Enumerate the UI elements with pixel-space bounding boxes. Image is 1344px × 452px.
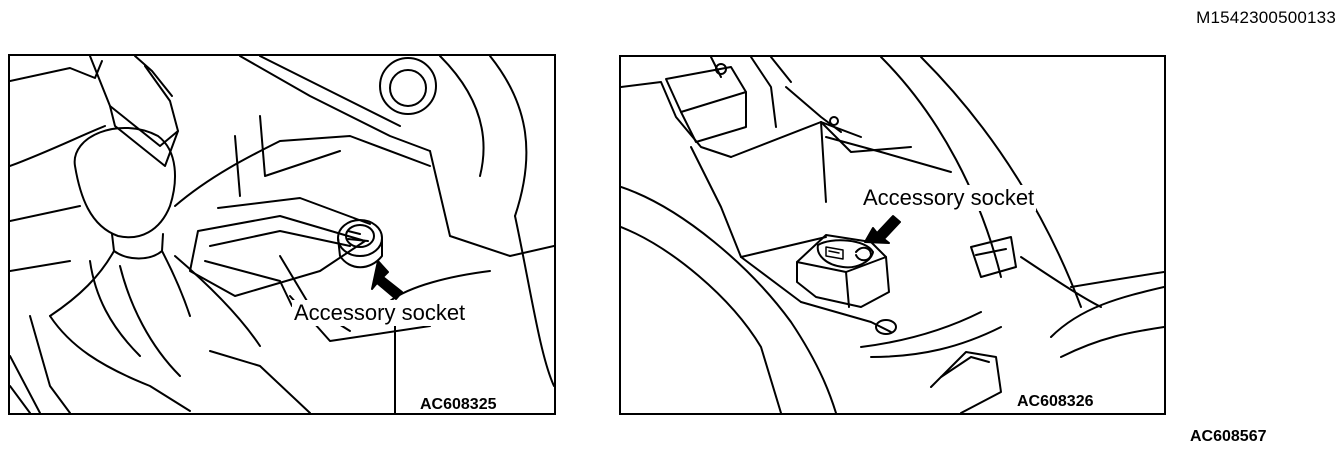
console-line-drawing xyxy=(10,56,554,413)
figure-id-combined: AC608567 xyxy=(1190,428,1267,445)
callout-accessory-socket-right: Accessory socket xyxy=(861,185,1037,211)
illustration-center-console-front: Accessory socket AC608325 xyxy=(8,54,556,415)
illustration-center-console-rear: Accessory socket AC608326 xyxy=(619,55,1166,415)
pointer-arrow-icon xyxy=(864,215,901,244)
pointer-arrow-icon xyxy=(371,260,403,300)
document-code: M1542300500133 xyxy=(1196,8,1336,27)
figure-id-left: AC608325 xyxy=(420,396,497,413)
console-line-drawing xyxy=(621,57,1164,413)
callout-accessory-socket-left: Accessory socket xyxy=(292,300,468,326)
figure-id-right: AC608326 xyxy=(1017,393,1094,410)
